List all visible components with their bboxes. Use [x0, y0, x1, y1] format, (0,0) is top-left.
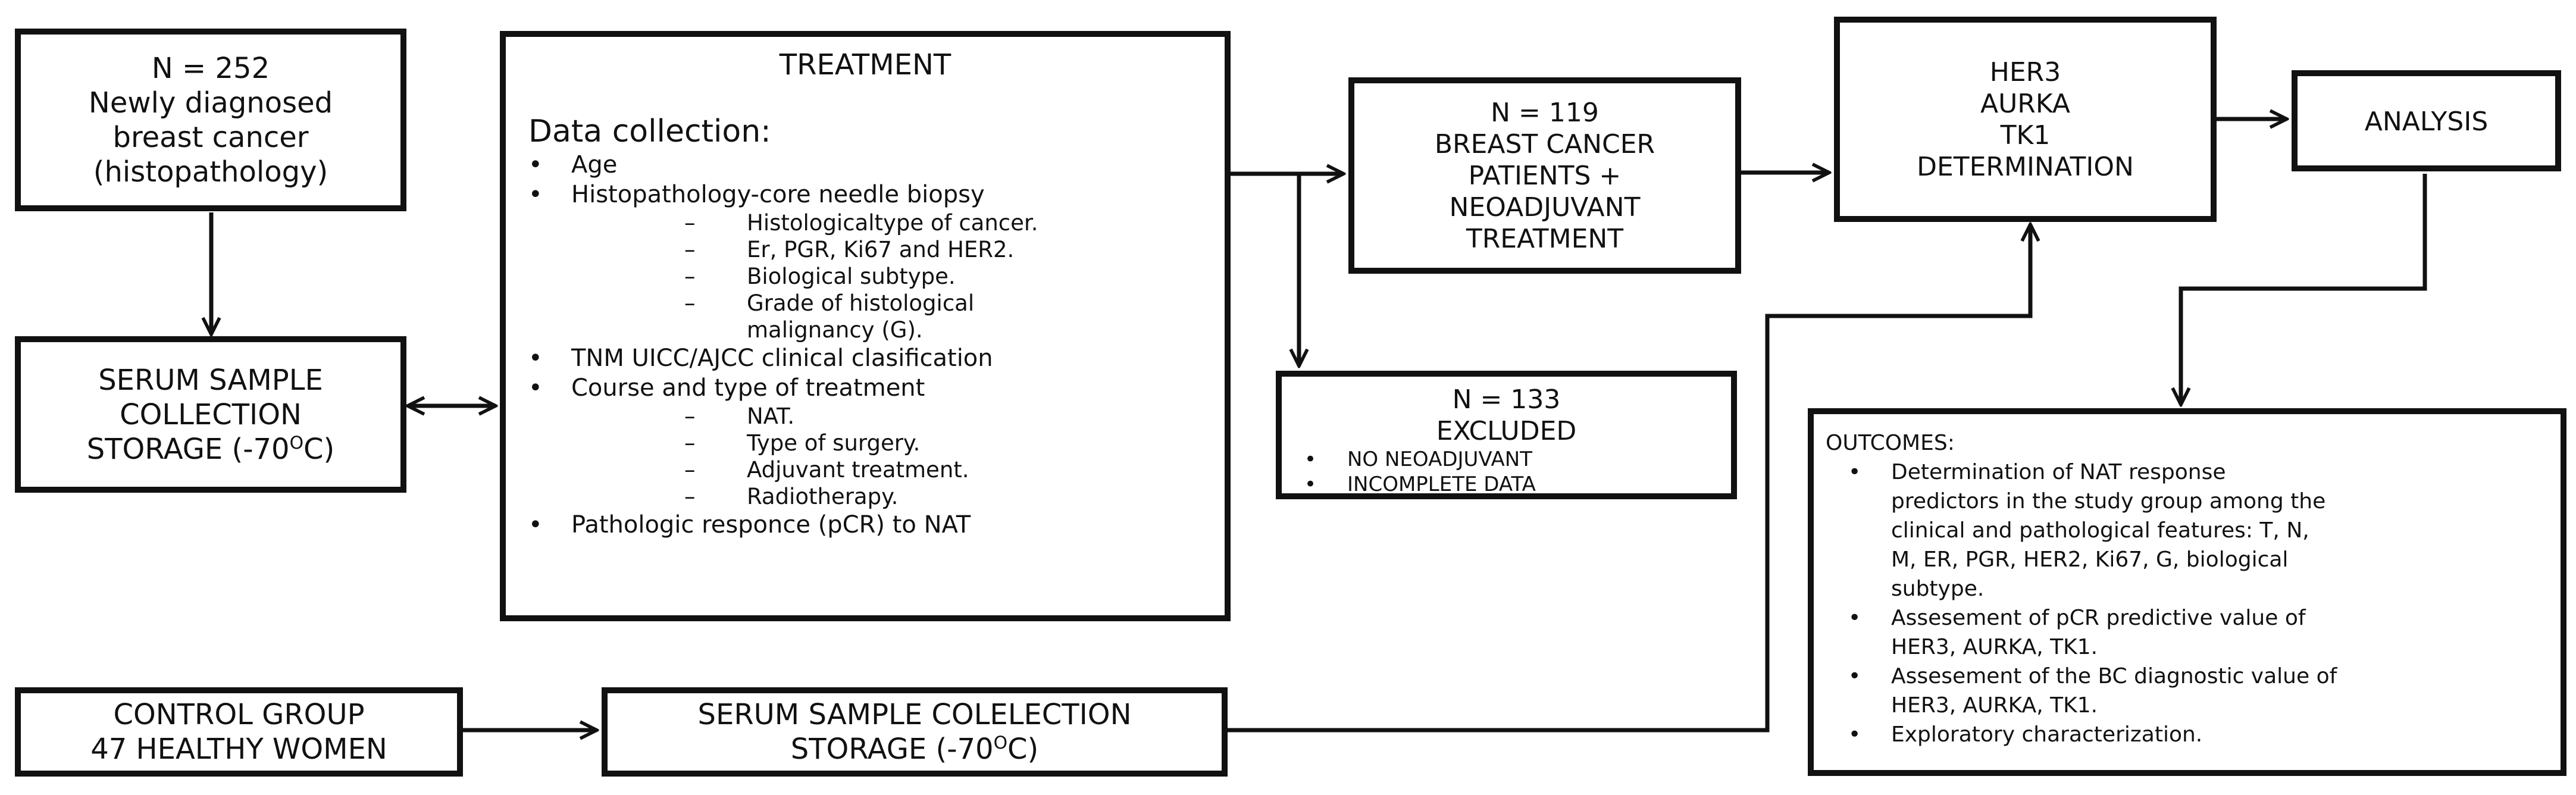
n133-excluded-box: N = 133 EXCLUDED NO NEOADJUVANT INCOMPLE…	[1276, 371, 1737, 499]
sub-item-label: Er, PGR, Ki67 and HER2.	[747, 237, 1015, 262]
outcome-text-line: M, ER, PGR, HER2, Ki67, G, biological	[1891, 547, 2289, 572]
n119-box: N = 119 BREAST CANCER PATIENTS + NEOADJU…	[1348, 77, 1741, 274]
outcome-text-line: Assesement of the BC diagnostic value of	[1891, 664, 2337, 688]
sub-item-label: Type of surgery.	[747, 430, 921, 456]
sub-item-label: NAT.	[747, 403, 795, 429]
arrow-serum2-to-her3	[1228, 224, 2030, 733]
course-sublist: NAT. Type of surgery. Adjuvant treatment…	[506, 403, 1225, 510]
n119-line-1: N = 119	[1491, 97, 1599, 128]
serum2-storage-prefix: STORAGE (-70	[790, 733, 994, 766]
outcomes-box: OUTCOMES: Determination of NAT response …	[1808, 408, 2566, 776]
n252-line-4: (histopathology)	[93, 155, 328, 189]
histopathology-sublist: Histologicaltype of cancer. Er, PGR, Ki6…	[506, 209, 1225, 343]
newly-diagnosed-box: N = 252 Newly diagnosed breast cancer (h…	[15, 29, 406, 211]
n119-line-3: PATIENTS +	[1468, 160, 1622, 191]
outcomes-list: Determination of NAT response predictors…	[1826, 458, 2549, 749]
treatment-item-pcr: Pathologic responce (pCR) to NAT	[506, 510, 1225, 540]
arrow-analysis-to-outcomes	[2181, 174, 2427, 405]
sub-item: Biological subtype.	[506, 263, 1225, 290]
her3-line-1: HER3	[1989, 57, 2061, 87]
serum-line-1: SERUM SAMPLE	[98, 363, 323, 397]
outcome-text-line: subtype.	[1891, 577, 1985, 601]
serum-line-2: COLLECTION	[120, 398, 302, 431]
sub-item-label-cont: malignancy (G).	[747, 317, 923, 343]
control-line-2: 47 HEALTHY WOMEN	[90, 733, 387, 766]
serum-storage-suffix: C)	[303, 432, 335, 466]
outcome-item: Assesement of the BC diagnostic value of…	[1826, 662, 2549, 720]
treatment-box: TREATMENT Data collection: Age Histopath…	[500, 31, 1231, 621]
sub-item-label: Histologicaltype of cancer.	[747, 210, 1038, 236]
control-line-1: CONTROL GROUP	[113, 698, 365, 731]
treatment-item-histopathology: Histopathology-core needle biopsy	[506, 180, 1225, 209]
treatment-item-label: TNM UICC/AJCC clinical clasification	[571, 345, 993, 372]
sub-item: Adjuvant treatment.	[506, 456, 1225, 483]
her3-line-4: DETERMINATION	[1917, 151, 2134, 182]
sub-item: Histologicaltype of cancer.	[506, 209, 1225, 236]
analysis-label: ANALYSIS	[2364, 107, 2489, 137]
serum2-line-1: SERUM SAMPLE COLELECTION	[697, 698, 1132, 731]
treatment-item-label: Histopathology-core needle biopsy	[571, 181, 985, 208]
treatment-list: Age Histopathology-core needle biopsy	[506, 150, 1225, 209]
sub-item: Radiotherapy.	[506, 483, 1225, 510]
sub-item: Er, PGR, Ki67 and HER2.	[506, 236, 1225, 263]
n252-line-3: breast cancer	[112, 120, 309, 154]
outcomes-title: OUTCOMES:	[1826, 431, 1955, 455]
treatment-list-2: TNM UICC/AJCC clinical clasification Cou…	[506, 343, 1225, 403]
sub-item: Type of surgery.	[506, 430, 1225, 456]
treatment-subtitle: Data collection:	[528, 114, 771, 149]
outcome-item: Exploratory characterization.	[1826, 720, 2549, 749]
sub-item-label: Adjuvant treatment.	[747, 457, 969, 483]
treatment-item-tnm: TNM UICC/AJCC clinical clasification	[506, 343, 1225, 373]
serum2-storage-line: STORAGE (-70OC)	[791, 732, 1039, 766]
n133-line-2: EXCLUDED	[1436, 416, 1577, 446]
serum2-degree-symbol: O	[993, 733, 1008, 753]
n252-line-2: Newly diagnosed	[88, 86, 333, 120]
her3-line-3: TK1	[2000, 120, 2051, 151]
outcome-text-line: Exploratory characterization.	[1891, 722, 2203, 747]
serum-degree-symbol: O	[289, 432, 304, 453]
excluded-item-label: NO NEOADJUVANT	[1347, 447, 1532, 471]
outcome-text-line: Determination of NAT response	[1891, 460, 2226, 484]
control-serum-storage-box: SERUM SAMPLE COLELECTION STORAGE (-70OC)	[602, 687, 1228, 777]
n119-line-2: BREAST CANCER	[1434, 129, 1655, 159]
serum2-storage-suffix: C)	[1007, 733, 1039, 766]
outcome-text-line: clinical and pathological features: T, N…	[1891, 518, 2309, 543]
n119-line-5: TREATMENT	[1466, 223, 1624, 254]
serum-storage-prefix: STORAGE (-70	[86, 432, 290, 466]
sub-item-label: Grade of histological	[747, 290, 975, 316]
sub-item: NAT.	[506, 403, 1225, 430]
treatment-item-age: Age	[506, 150, 1225, 180]
excluded-list: NO NEOADJUVANT INCOMPLETE DATA	[1282, 447, 1731, 497]
sub-item-label: Biological subtype.	[747, 264, 956, 289]
n133-line-1: N = 133	[1452, 384, 1561, 415]
treatment-title: TREATMENT	[779, 48, 951, 82]
serum-storage-line: STORAGE (-70OC)	[87, 432, 335, 467]
control-group-box: CONTROL GROUP 47 HEALTHY WOMEN	[15, 687, 463, 777]
treatment-item-label: Pathologic responce (pCR) to NAT	[571, 511, 971, 539]
n119-line-4: NEOADJUVANT	[1449, 192, 1641, 223]
outcome-text-line: predictors in the study group among the	[1891, 489, 2326, 514]
outcome-text-line: HER3, AURKA, TK1.	[1891, 693, 2098, 718]
outcome-item: Determination of NAT response predictors…	[1826, 458, 2549, 603]
excluded-item: INCOMPLETE DATA	[1282, 472, 1731, 497]
outcome-text-line: HER3, AURKA, TK1.	[1891, 635, 2098, 659]
excluded-item: NO NEOADJUVANT	[1282, 447, 1731, 472]
treatment-item-course: Course and type of treatment	[506, 373, 1225, 403]
her3-line-2: AURKA	[1980, 88, 2071, 119]
n252-line-1: N = 252	[151, 51, 270, 85]
sub-item-label: Radiotherapy.	[747, 484, 899, 509]
her3-determination-box: HER3 AURKA TK1 DETERMINATION	[1834, 17, 2217, 222]
treatment-item-label: Course and type of treatment	[571, 374, 925, 402]
serum-storage-box: SERUM SAMPLE COLLECTION STORAGE (-70OC)	[15, 336, 406, 493]
treatment-item-label: Age	[571, 151, 618, 179]
analysis-box: ANALYSIS	[2292, 70, 2561, 171]
excluded-item-label: INCOMPLETE DATA	[1347, 472, 1536, 496]
treatment-list-3: Pathologic responce (pCR) to NAT	[506, 510, 1225, 540]
outcome-text-line: Assesement of pCR predictive value of	[1891, 606, 2306, 630]
outcome-item: Assesement of pCR predictive value of HE…	[1826, 603, 2549, 662]
